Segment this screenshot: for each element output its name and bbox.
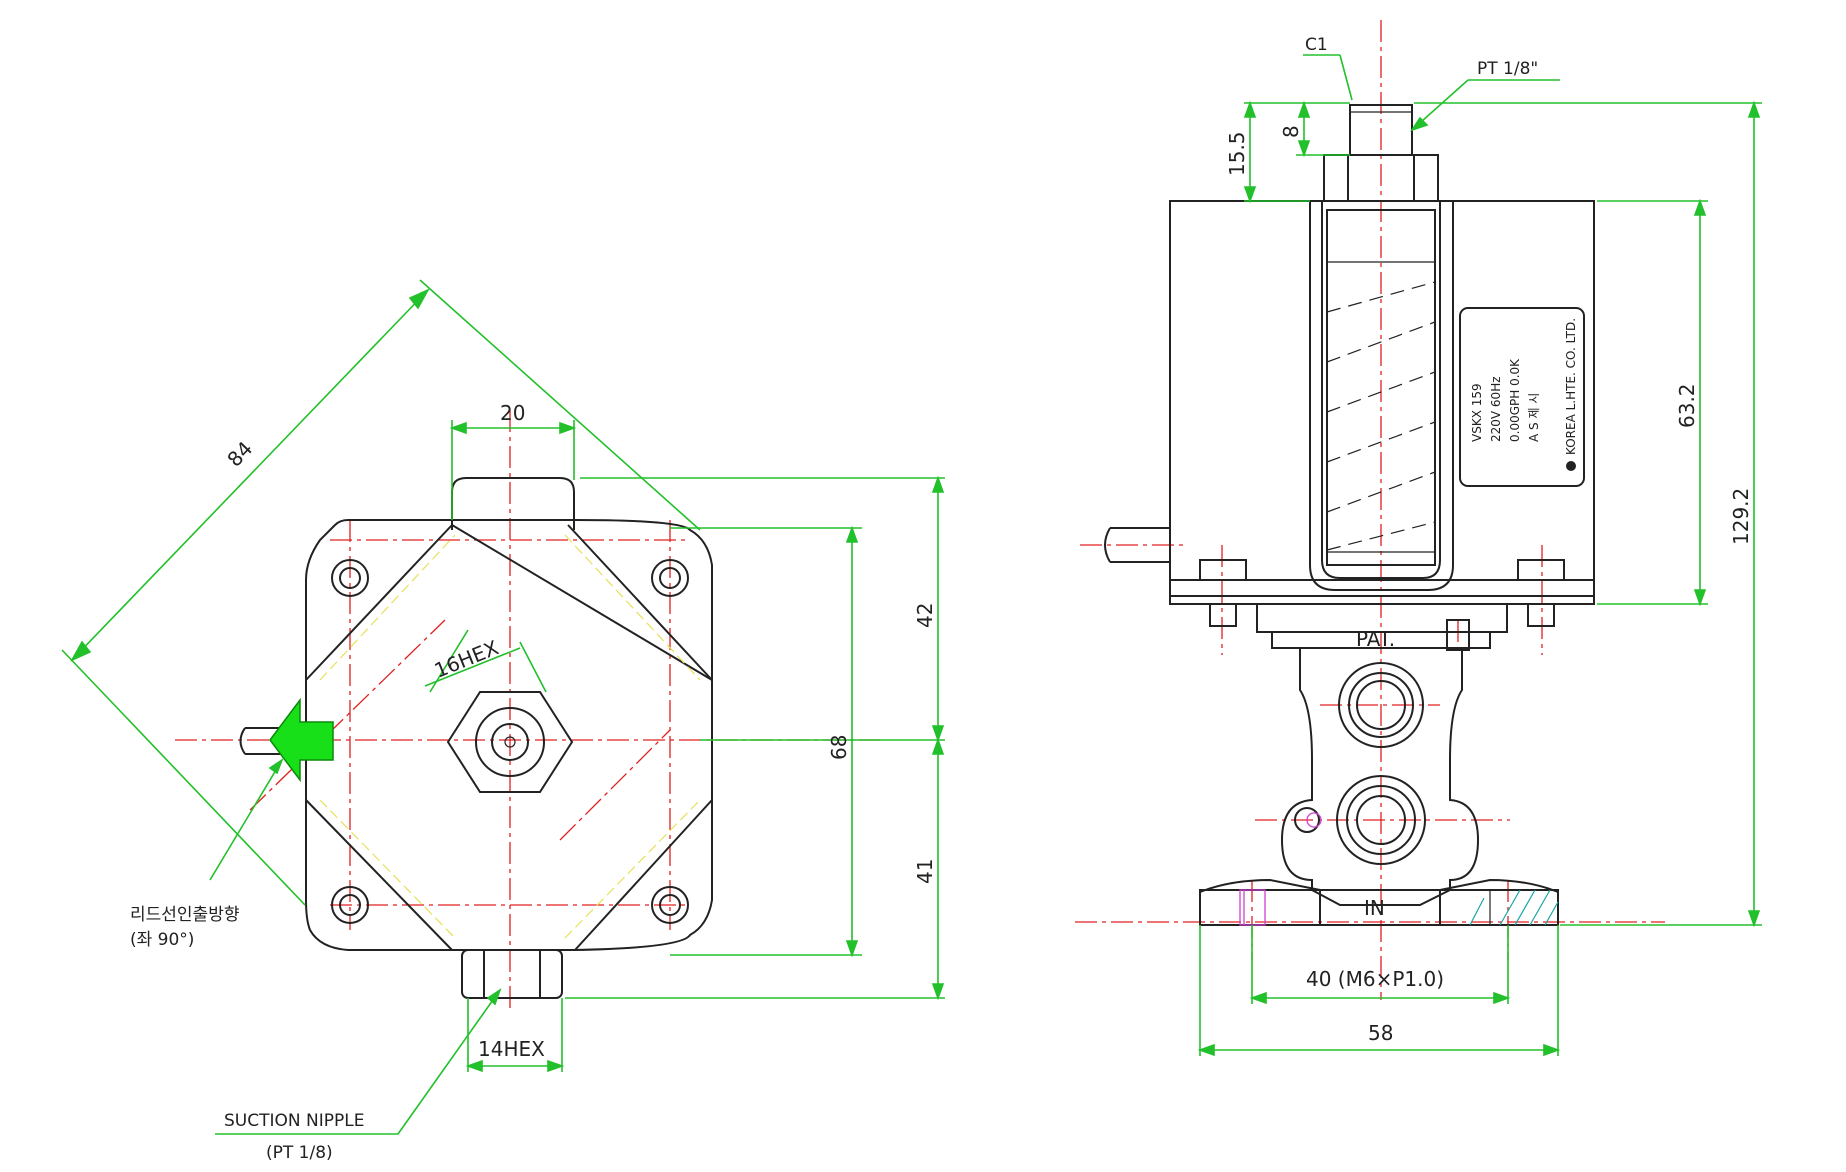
lower-height-dim-label: 41 [913, 859, 937, 884]
nameplate-line-4: A S 제 시 [1527, 393, 1541, 442]
in-label: IN [1364, 896, 1385, 920]
front-view: 84 20 42 68 41 [61, 279, 945, 1163]
nameplate-line-3: 0.00GPH 0.0K [1508, 358, 1522, 442]
lead-direction-arrow-icon [269, 697, 334, 783]
nipple-hex-dimension [465, 998, 565, 1073]
mounting-hole [651, 886, 689, 924]
coil-housing [1169, 200, 1595, 597]
side-pin-inner [1306, 812, 1322, 828]
top-dims [1243, 100, 1350, 204]
dim-129-2-label: 129.2 [1729, 488, 1753, 545]
upper-height-dim-label: 42 [913, 603, 937, 628]
nipple-hex-label: 14HEX [478, 1037, 545, 1061]
pump-body-outline [305, 519, 713, 951]
top-boss [451, 477, 575, 530]
lead-note-leader [209, 757, 284, 881]
dim-8-label: 8 [1279, 125, 1303, 138]
dim-15-5-label: 15.5 [1225, 131, 1249, 176]
valve-top-block [1256, 603, 1508, 633]
diag-dimension [61, 279, 701, 906]
nameplate: VSKX 159 220V 60Hz 0.00GPH 0.0K A S 제 시 … [1459, 307, 1585, 487]
side-cable [1104, 527, 1170, 563]
body-chamfer-line [305, 524, 453, 681]
side-view: VSKX 159 220V 60Hz 0.00GPH 0.0K A S 제 시 … [1075, 20, 1762, 1057]
hidden-line [319, 534, 456, 681]
suction-label-line2: (PT 1/8) [266, 1143, 333, 1163]
nameplate-logo-icon [1566, 461, 1576, 471]
chamfer-label: C1 [1305, 35, 1328, 55]
mount-dim-label: 40 (M6×P1.0) [1306, 967, 1444, 991]
bottom-dims [1197, 925, 1561, 1057]
base-width-dim-label: 58 [1368, 1021, 1393, 1045]
center-hex-label: 16HEX [431, 635, 502, 682]
side-pin [1294, 807, 1320, 833]
pump-side-body [1280, 647, 1480, 906]
mounting-hole [651, 559, 689, 597]
diag-centerline-1 [249, 619, 446, 811]
coil-bracket-inner [1321, 201, 1441, 579]
suction-nipple [461, 949, 563, 999]
hidden-line [319, 799, 456, 939]
body-chamfer-line [567, 524, 713, 681]
pat-label: PAT. [1356, 627, 1395, 651]
dim-63-2-label: 63.2 [1675, 383, 1699, 428]
top-width-dim-label: 20 [500, 401, 525, 425]
side-screw [1446, 619, 1470, 651]
nameplate-line-5: KOREA L.HTE. CO. LTD. [1564, 318, 1578, 455]
base-right-hole-section [1469, 889, 1559, 926]
diag-centerline-2 [559, 729, 671, 841]
pat-port [1338, 662, 1424, 748]
center-hex-dimension [424, 629, 547, 693]
height-dimensions [565, 475, 945, 1001]
top-width-dimension [449, 420, 577, 520]
bottom-plate [1169, 579, 1595, 605]
chamfer-leader [1303, 54, 1353, 101]
coil-bracket [1309, 201, 1454, 591]
mount-bolt-right [1517, 559, 1565, 627]
hidden-line [564, 534, 701, 681]
lead-note-line1: 리드선인출방향 [130, 905, 239, 925]
overall-height-dim-label: 68 [827, 735, 851, 760]
thread-label: PT 1/8" [1477, 59, 1538, 79]
suction-label-line1: SUCTION NIPPLE [224, 1111, 364, 1131]
suction-leader [215, 987, 502, 1135]
body-chamfer-line [305, 799, 453, 951]
diag-dim-label: 84 [222, 436, 257, 471]
right-dims [1414, 100, 1762, 928]
nameplate-line-1: VSKX 159 [1470, 383, 1484, 442]
mounting-hole [331, 886, 369, 924]
in-port [1336, 775, 1426, 865]
body-chamfer-line [451, 524, 713, 681]
thread-leader [1410, 79, 1560, 132]
body-chamfer-line [574, 799, 713, 951]
lead-note-line2: (좌 90°) [130, 930, 194, 950]
nameplate-line-2: 220V 60Hz [1489, 376, 1503, 442]
mount-bolt-left [1199, 559, 1247, 627]
coil-winding [1326, 209, 1436, 566]
mounting-hole [331, 559, 369, 597]
center-hex-nut [446, 691, 574, 793]
hidden-line [564, 799, 701, 939]
